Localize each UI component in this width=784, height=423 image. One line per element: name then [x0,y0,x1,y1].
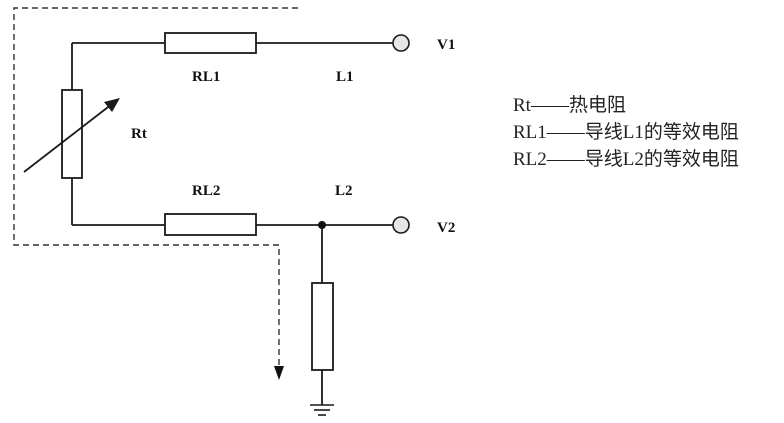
legend-item-rt: Rt——热电阻 [513,95,626,116]
label-rl2: RL2 [192,183,220,199]
junction-dot [318,221,326,229]
label-v1: V1 [437,37,455,53]
resistor-rl1 [164,32,257,54]
label-rl1: RL1 [192,69,220,85]
resistor-rl2 [164,213,257,236]
label-rt: Rt [131,126,147,142]
resistor-load [311,282,334,371]
legend-item-rl2: RL2——导线L2的等效电阻 [513,149,739,170]
ground-icon [310,404,334,416]
legend-item-rl1: RL1——导线L1的等效电阻 [513,122,739,143]
label-l1: L1 [336,69,354,85]
label-v2: V2 [437,220,455,236]
variable-arrow-line [23,103,113,173]
terminal-v2 [392,216,410,234]
dashed-boundary [13,7,298,370]
variable-arrow-head [104,98,120,112]
dashed-arrow-head [274,366,284,380]
legend: Rt——热电阻 RL1——导线L1的等效电阻 RL2——导线L2的等效电阻 [513,92,739,173]
label-l2: L2 [335,183,353,199]
terminal-v1 [392,34,410,52]
